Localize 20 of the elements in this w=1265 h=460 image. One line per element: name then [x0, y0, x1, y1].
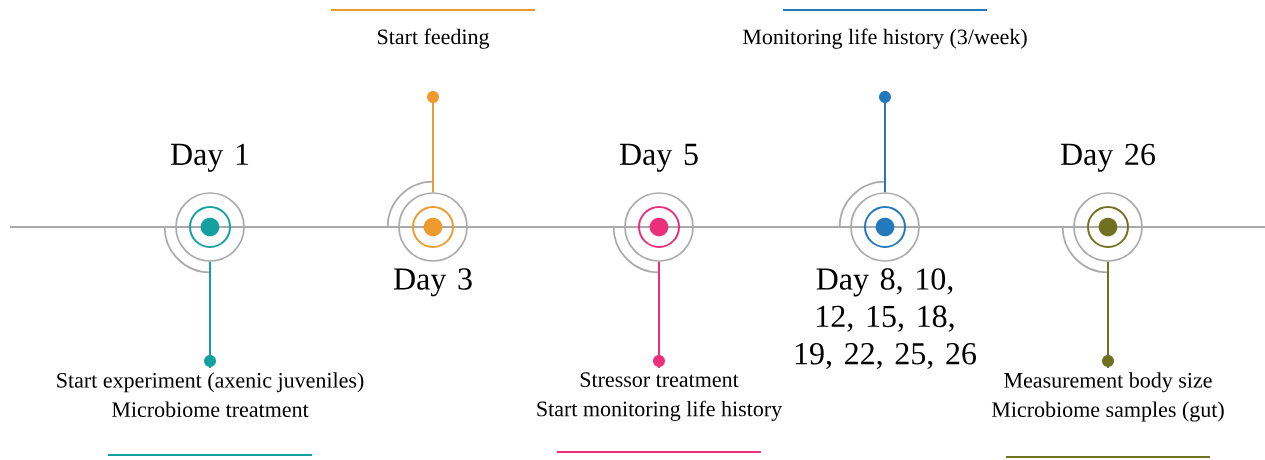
leader-line — [884, 102, 886, 194]
day-label: Day 8, 10, 12, 15, 18, 19, 22, 25, 26 — [795, 268, 976, 370]
day-label: Day 3 — [393, 268, 472, 297]
milestone-target — [386, 180, 468, 262]
event-text: Monitoring life history (3/week) — [742, 28, 1027, 49]
leader-line — [209, 260, 211, 369]
day-label: Day 5 — [619, 143, 698, 172]
day-label: Day 26 — [1060, 143, 1155, 172]
event-text: Stressor treatment Start monitoring life history — [537, 372, 783, 421]
leader-line — [1107, 260, 1109, 369]
event-text: Start experiment (axenic juveniles) Microbiome treatment — [57, 372, 364, 418]
event-text: Measurement body size Microbiome samples (gut) — [991, 372, 1224, 422]
event-text: Start feeding — [377, 28, 490, 49]
leader-line — [658, 260, 660, 369]
milestone-target — [838, 180, 920, 262]
milestone-target — [1061, 192, 1143, 274]
milestone-target — [163, 192, 245, 274]
milestone-target — [612, 192, 694, 274]
day-label: Day 1 — [170, 143, 249, 172]
leader-line — [432, 102, 434, 194]
